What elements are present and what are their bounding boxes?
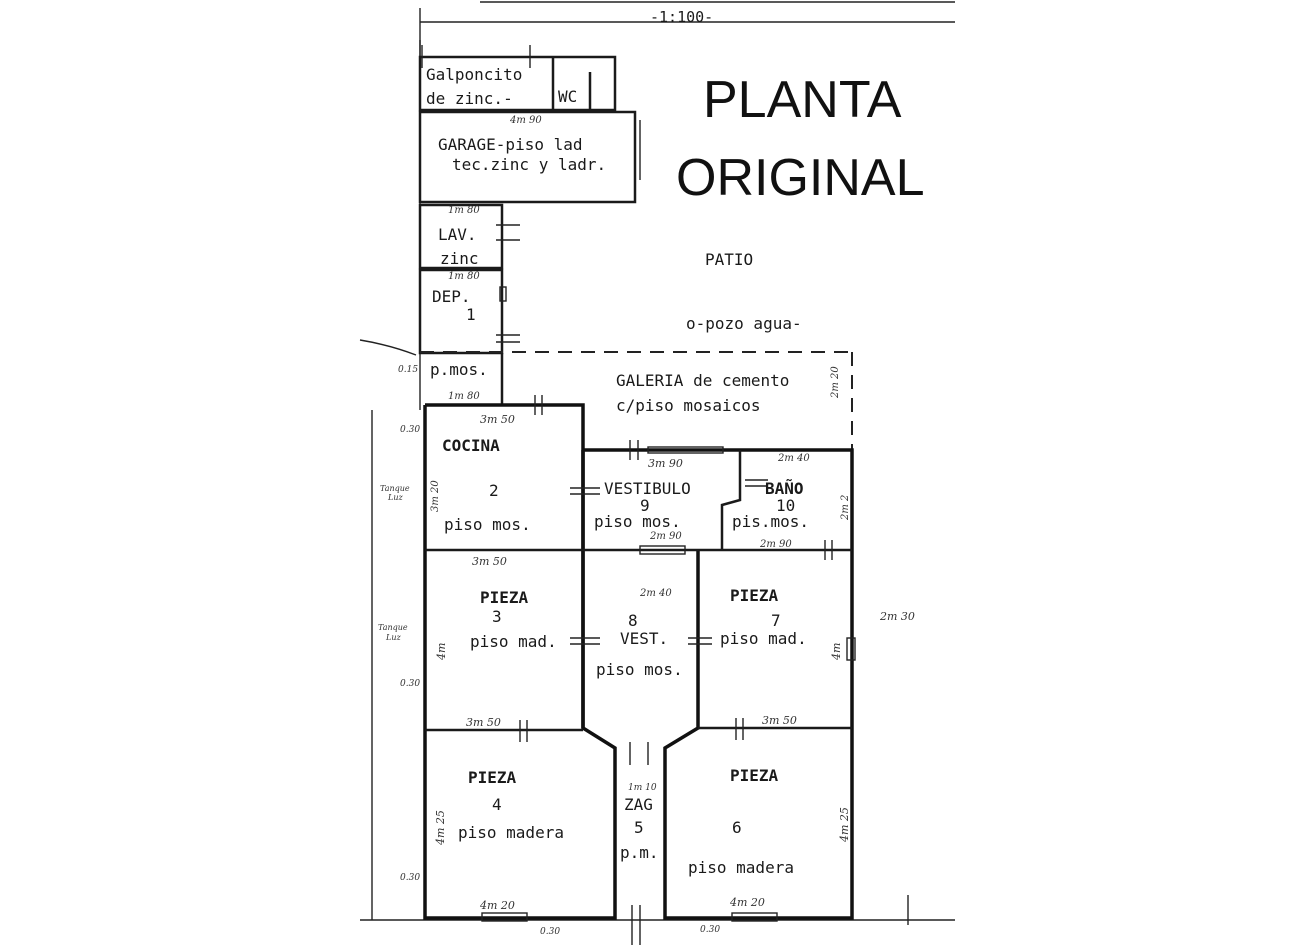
vestibulo-floor: piso mos. [594, 512, 681, 531]
pieza4-num: 4 [492, 795, 502, 814]
dim-2m40: 2m 40 [777, 453, 810, 464]
dim-2m40-b: 2m 40 [639, 588, 672, 599]
dim-2m90-b: 2m 90 [759, 539, 792, 550]
dim-1m80-c: 1m 80 [448, 391, 480, 402]
openings [481, 395, 909, 945]
lav-label-1: LAV. [438, 225, 477, 244]
zag-num: 5 [634, 818, 644, 837]
dim-1m80-a: 1m 80 [448, 205, 480, 216]
door-arc [359, 339, 417, 356]
garage-label-2: tec.zinc y ladr. [452, 155, 606, 174]
dep-label-2: 1 [466, 305, 476, 324]
pieza7-num: 7 [771, 611, 781, 630]
cocina-name: COCINA [442, 436, 500, 455]
patio-label: PATIO [705, 250, 753, 269]
dim-030-b: 0.30 [400, 679, 420, 689]
dim-030-e: 0.30 [700, 925, 720, 935]
dim-030-a: 0.30 [400, 425, 420, 435]
vestibulo-name: VESTIBULO [604, 479, 691, 498]
dim-4m25-b: 4m 25 [838, 807, 851, 843]
dim-3m90: 3m 90 [648, 457, 683, 470]
galeria-label-1: GALERIA de cemento [616, 371, 789, 390]
garage-label-1: GARAGE-piso lad [438, 135, 583, 154]
dim-2m90-a: 2m 90 [649, 531, 682, 542]
pieza7-floor: piso mad. [720, 629, 807, 648]
dim-4m25-a: 4m 25 [434, 810, 447, 846]
dim-015-a: 0.15 [398, 365, 418, 375]
pieza3-floor: piso mad. [470, 632, 557, 651]
pieza6-floor: piso madera [688, 858, 794, 877]
pieza7-name: PIEZA [730, 586, 779, 605]
tanque-2-line2: Luz [385, 633, 401, 642]
dim-2m20: 2m 20 [830, 366, 841, 399]
bano-floor: pis.mos. [732, 512, 809, 531]
dim-4m20-b: 4m 20 [729, 896, 765, 909]
dim-3m50-b: 3m 50 [472, 555, 507, 568]
galponcito-label-2: de zinc.- [426, 89, 513, 108]
title-line2: ORIGINAL [676, 149, 925, 207]
pozo-label: o-pozo agua- [686, 314, 802, 333]
vestibulo-num: 9 [640, 496, 650, 515]
vest8-floor: piso mos. [596, 660, 683, 679]
p-mos-label: p.mos. [430, 360, 488, 379]
main-house [423, 403, 854, 920]
dim-030-d: 0.30 [540, 927, 560, 937]
pieza6-num: 6 [732, 818, 742, 837]
dim-4m-a: 4m [435, 643, 448, 661]
dim-030-c: 0.30 [400, 873, 420, 883]
vest8-name: VEST. [620, 629, 668, 648]
dim-3m20: 3m 20 [430, 480, 441, 512]
dim-3m50-a: 3m 50 [480, 413, 515, 426]
scale-bar: -1:100- [419, 1, 955, 60]
dim-3m50-c: 3m 50 [466, 716, 501, 729]
dim-1m10: 1m 10 [628, 783, 657, 793]
garage-room: 4m 90 GARAGE-piso lad tec.zinc y ladr. [418, 110, 641, 204]
pieza4-floor: piso madera [458, 823, 564, 842]
cocina-floor: piso mos. [444, 515, 531, 534]
lav-label-2: zinc [440, 249, 479, 268]
vest8-num: 8 [628, 611, 638, 630]
dep-room: 1m 80 DEP. 1 [418, 268, 520, 355]
dim-3m50-d: 3m 50 [762, 714, 797, 727]
dim-1m80-b: 1m 80 [448, 271, 480, 282]
zag-floor: p.m. [620, 843, 659, 862]
tanque-1-line2: Luz [387, 493, 403, 502]
tanque-1-line1: Tanque [380, 484, 410, 493]
lavadero-room: 1m 80 LAV. zinc [418, 203, 520, 270]
cocina-num: 2 [489, 481, 499, 500]
galponcito-label-1: Galponcito [426, 65, 522, 84]
tanque-2-line1: Tanque [378, 623, 408, 632]
galponcito-room: Galponcito de zinc.- WC [418, 45, 617, 112]
dim-2m2: 2m 2 [840, 495, 851, 521]
title-line1: PLANTA [703, 71, 902, 129]
pieza4-name: PIEZA [468, 768, 517, 787]
wc-label: WC [558, 87, 577, 106]
dep-label-1: DEP. [432, 287, 471, 306]
galeria-label-2: c/piso mosaicos [616, 396, 761, 415]
pieza3-num: 3 [492, 607, 502, 626]
dim-4m-b: 4m [830, 643, 843, 661]
pieza6-name: PIEZA [730, 766, 779, 785]
dim-4m20-a: 4m 20 [479, 899, 515, 912]
bano-num: 10 [776, 496, 795, 515]
bano-name: BAÑO [765, 479, 804, 498]
dim-2m30: 2m 30 [879, 610, 915, 623]
dim-4m90: 4m 90 [509, 115, 542, 126]
scale-label: -1:100- [650, 8, 713, 26]
zag-name: ZAG [624, 795, 653, 814]
pieza3-name: PIEZA [480, 588, 529, 607]
